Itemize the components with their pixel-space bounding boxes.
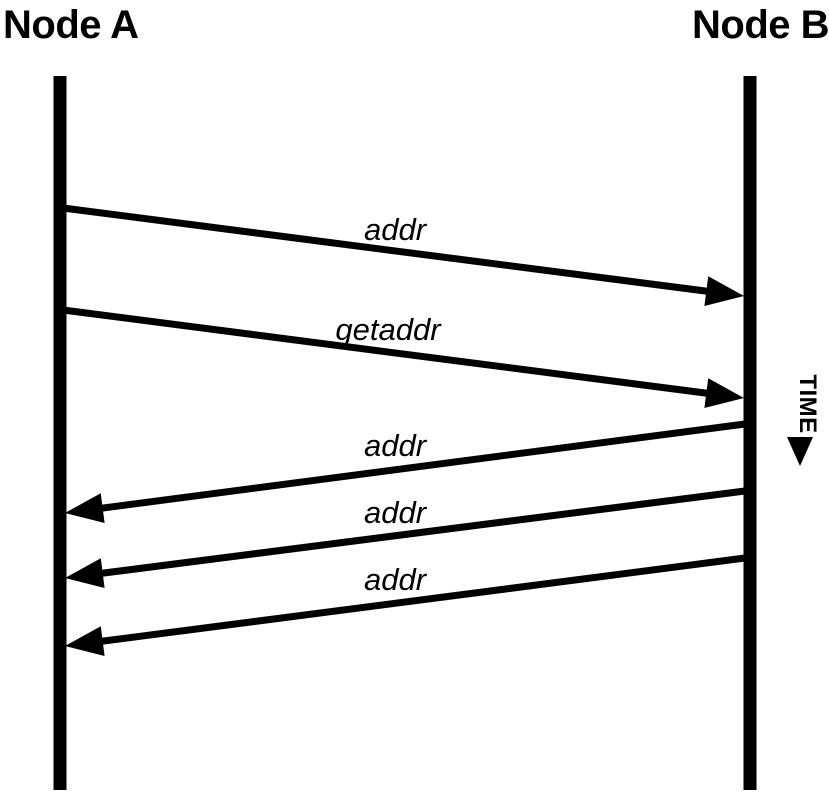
message-line-2 — [62, 306, 713, 398]
participant-label-node-a: Node A — [3, 3, 139, 47]
participant-label-node-b: Node B — [692, 3, 829, 47]
message-label-1: addr — [364, 212, 428, 247]
arrow-head-right-2 — [704, 378, 744, 409]
message-label-5: addr — [364, 562, 428, 597]
message-label-group: addr getaddr addr addr addr — [335, 212, 442, 597]
message-arrow-group — [62, 204, 746, 656]
time-axis-down-arrow-icon — [787, 437, 813, 466]
arrow-head-left-3 — [65, 493, 105, 523]
message-line-1 — [62, 204, 713, 296]
arrow-head-right-1 — [704, 276, 744, 307]
message-label-2: getaddr — [335, 312, 442, 347]
message-label-4: addr — [364, 495, 428, 530]
time-axis-label: TIME — [794, 374, 821, 433]
message-label-3: addr — [364, 428, 428, 463]
message-line-3 — [96, 420, 746, 513]
arrow-head-left-5 — [65, 626, 105, 656]
arrow-head-left-4 — [65, 558, 105, 589]
message-line-4 — [96, 487, 746, 578]
message-line-5 — [96, 554, 746, 646]
